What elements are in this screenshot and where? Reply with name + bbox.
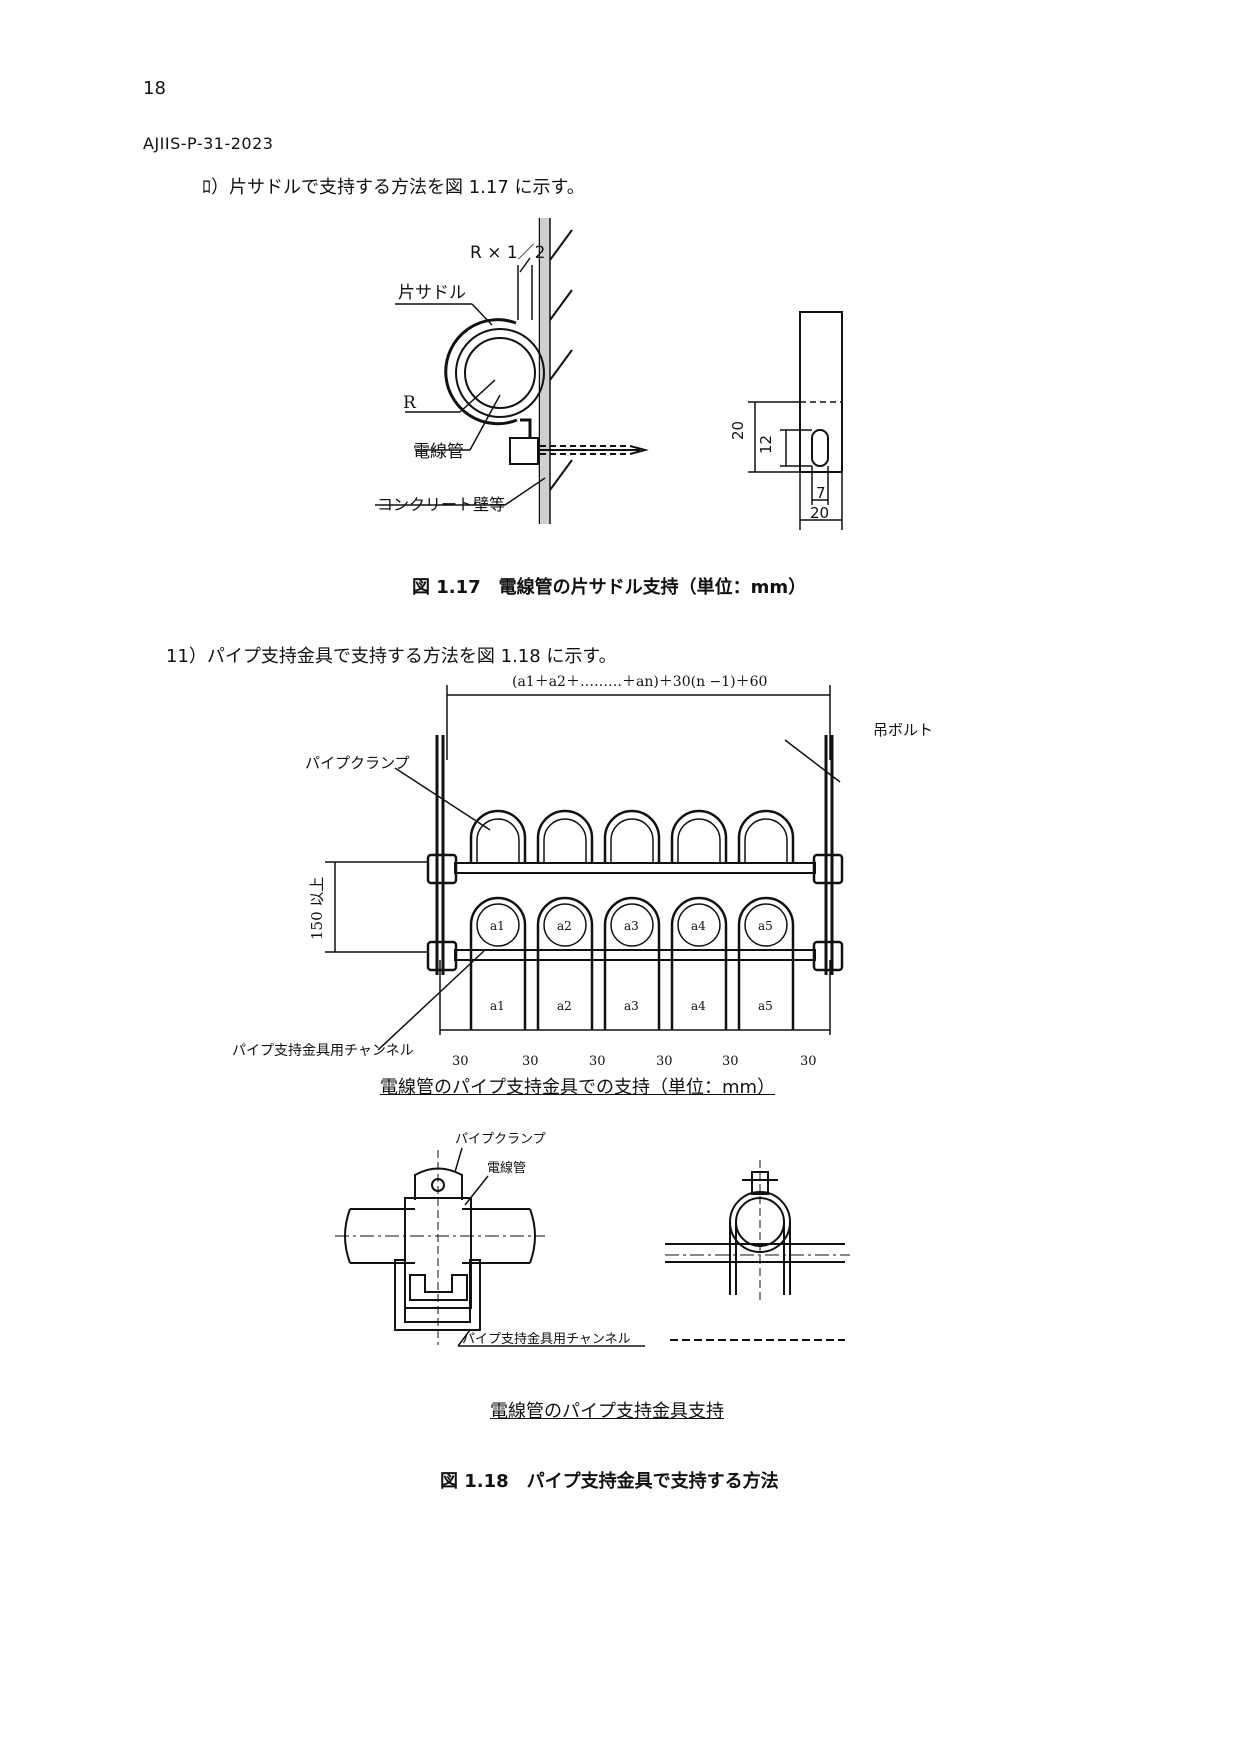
fig117-label-wall: コンクリート壁等 bbox=[377, 495, 505, 514]
gap-label: 30 bbox=[722, 1054, 739, 1069]
fig118-label-channel: パイプ支持金具用チャンネル bbox=[232, 1043, 414, 1059]
lower-pipe-clamp bbox=[737, 896, 795, 1030]
gap-label: 30 bbox=[800, 1054, 817, 1069]
figure-1-17-caption: 図 1.17 電線管の片サドル支持（単位：mm） bbox=[412, 577, 807, 598]
fig117-dim-12: 12 bbox=[757, 435, 775, 454]
lower-pipe-clamp bbox=[469, 896, 527, 1030]
fig118-label-pipe-clamp: パイプクランプ bbox=[305, 754, 410, 772]
width-label: a3 bbox=[624, 999, 639, 1013]
pipe-label: a5 bbox=[758, 919, 773, 933]
fig118-subcaption-channel-support: 電線管のパイプ支持金具での支持（単位：mm） bbox=[380, 1077, 776, 1098]
paragraph-item-ro: ﾛ）片サドルで支持する方法を図 1.17 に示す。 bbox=[202, 177, 585, 198]
gap-label: 30 bbox=[656, 1054, 673, 1069]
fig118-detail-label-conduit: 電線管 bbox=[487, 1160, 526, 1176]
pipe-label: a2 bbox=[557, 919, 572, 933]
pipe-label: a1 bbox=[490, 919, 505, 933]
width-label: a2 bbox=[557, 999, 572, 1013]
lower-pipe-clamp bbox=[603, 896, 661, 1030]
fig118-subcaption-clamp-support: 電線管のパイプ支持金具支持 bbox=[490, 1401, 724, 1422]
upper-pipe-clamp bbox=[737, 809, 795, 862]
lower-pipe-clamp bbox=[536, 896, 594, 1030]
fig117-label-r-half: R × 1／2 bbox=[470, 243, 546, 263]
upper-pipe-clamp bbox=[536, 809, 594, 862]
figure-1-18-caption: 図 1.18 パイプ支持金具で支持する方法 bbox=[440, 1471, 779, 1492]
pipe-label: a4 bbox=[691, 919, 706, 933]
fig117-dim-20-vertical: 20 bbox=[729, 421, 747, 440]
width-label: a4 bbox=[691, 999, 706, 1013]
fig118-detail-label-channel: パイプ支持金具用チャンネル bbox=[462, 1331, 631, 1347]
gap-label: 30 bbox=[452, 1054, 469, 1069]
fig118-label-hanging-bolt: 吊ボルト bbox=[873, 721, 933, 739]
fig117-dim-20-horizontal: 20 bbox=[810, 504, 829, 522]
lower-pipe-clamp bbox=[670, 896, 728, 1030]
gap-label: 30 bbox=[522, 1054, 539, 1069]
fig117-label-radius: R bbox=[403, 393, 417, 413]
upper-pipe-clamp bbox=[603, 809, 661, 862]
width-label: a1 bbox=[490, 999, 505, 1013]
fig118-dim-150: 150 以上 bbox=[308, 877, 326, 940]
fig117-label-saddle: 片サドル bbox=[398, 283, 466, 303]
width-label: a5 bbox=[758, 999, 773, 1013]
page-number: 18 bbox=[143, 78, 166, 99]
paragraph-item-11: 11）パイプ支持金具で支持する方法を図 1.18 に示す。 bbox=[166, 646, 617, 667]
gap-label: 30 bbox=[589, 1054, 606, 1069]
upper-pipe-clamp bbox=[469, 809, 527, 862]
fig117-dim-7: 7 bbox=[816, 484, 826, 502]
document-id: AJIIS-P-31-2023 bbox=[143, 134, 274, 153]
upper-pipe-clamp bbox=[670, 809, 728, 862]
fig117-label-conduit: 電線管 bbox=[413, 442, 464, 462]
fig118-detail-label-pipe-clamp: パイプクランプ bbox=[455, 1132, 546, 1147]
fig118-span-formula: (a1＋a2＋………＋an)＋30(n −1)＋60 bbox=[512, 674, 767, 690]
pipe-label: a3 bbox=[624, 919, 639, 933]
